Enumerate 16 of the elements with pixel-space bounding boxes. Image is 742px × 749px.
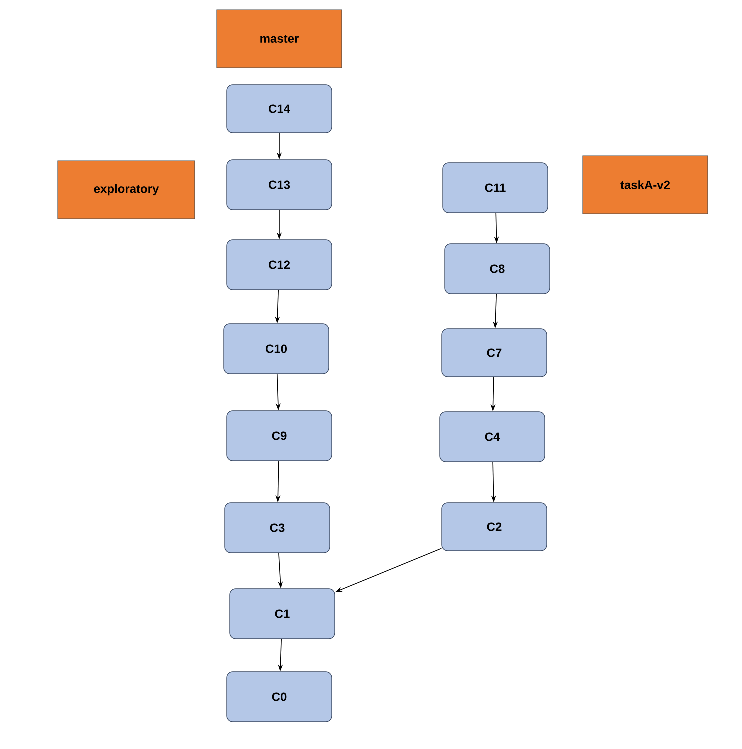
commit-box: C1 [230,588,336,640]
commit-box: C13 [226,160,332,210]
commit-box: C2 [442,502,548,552]
commit-box: C8 [444,244,550,294]
commit-box: C3 [224,502,330,554]
commit-box: C10 [224,324,330,374]
commit-box: C7 [442,328,548,378]
commit-box: C9 [226,410,332,462]
commit-box: C14 [226,84,332,134]
commit-box: C4 [440,412,546,462]
commit-box: C0 [226,672,332,722]
branch-label-box: exploratory [58,160,196,220]
branch-label-box: taskA-v2 [582,156,708,214]
branch-label-box: master [216,10,342,68]
commit-box: C11 [442,162,548,214]
commit-box: C12 [226,240,332,290]
